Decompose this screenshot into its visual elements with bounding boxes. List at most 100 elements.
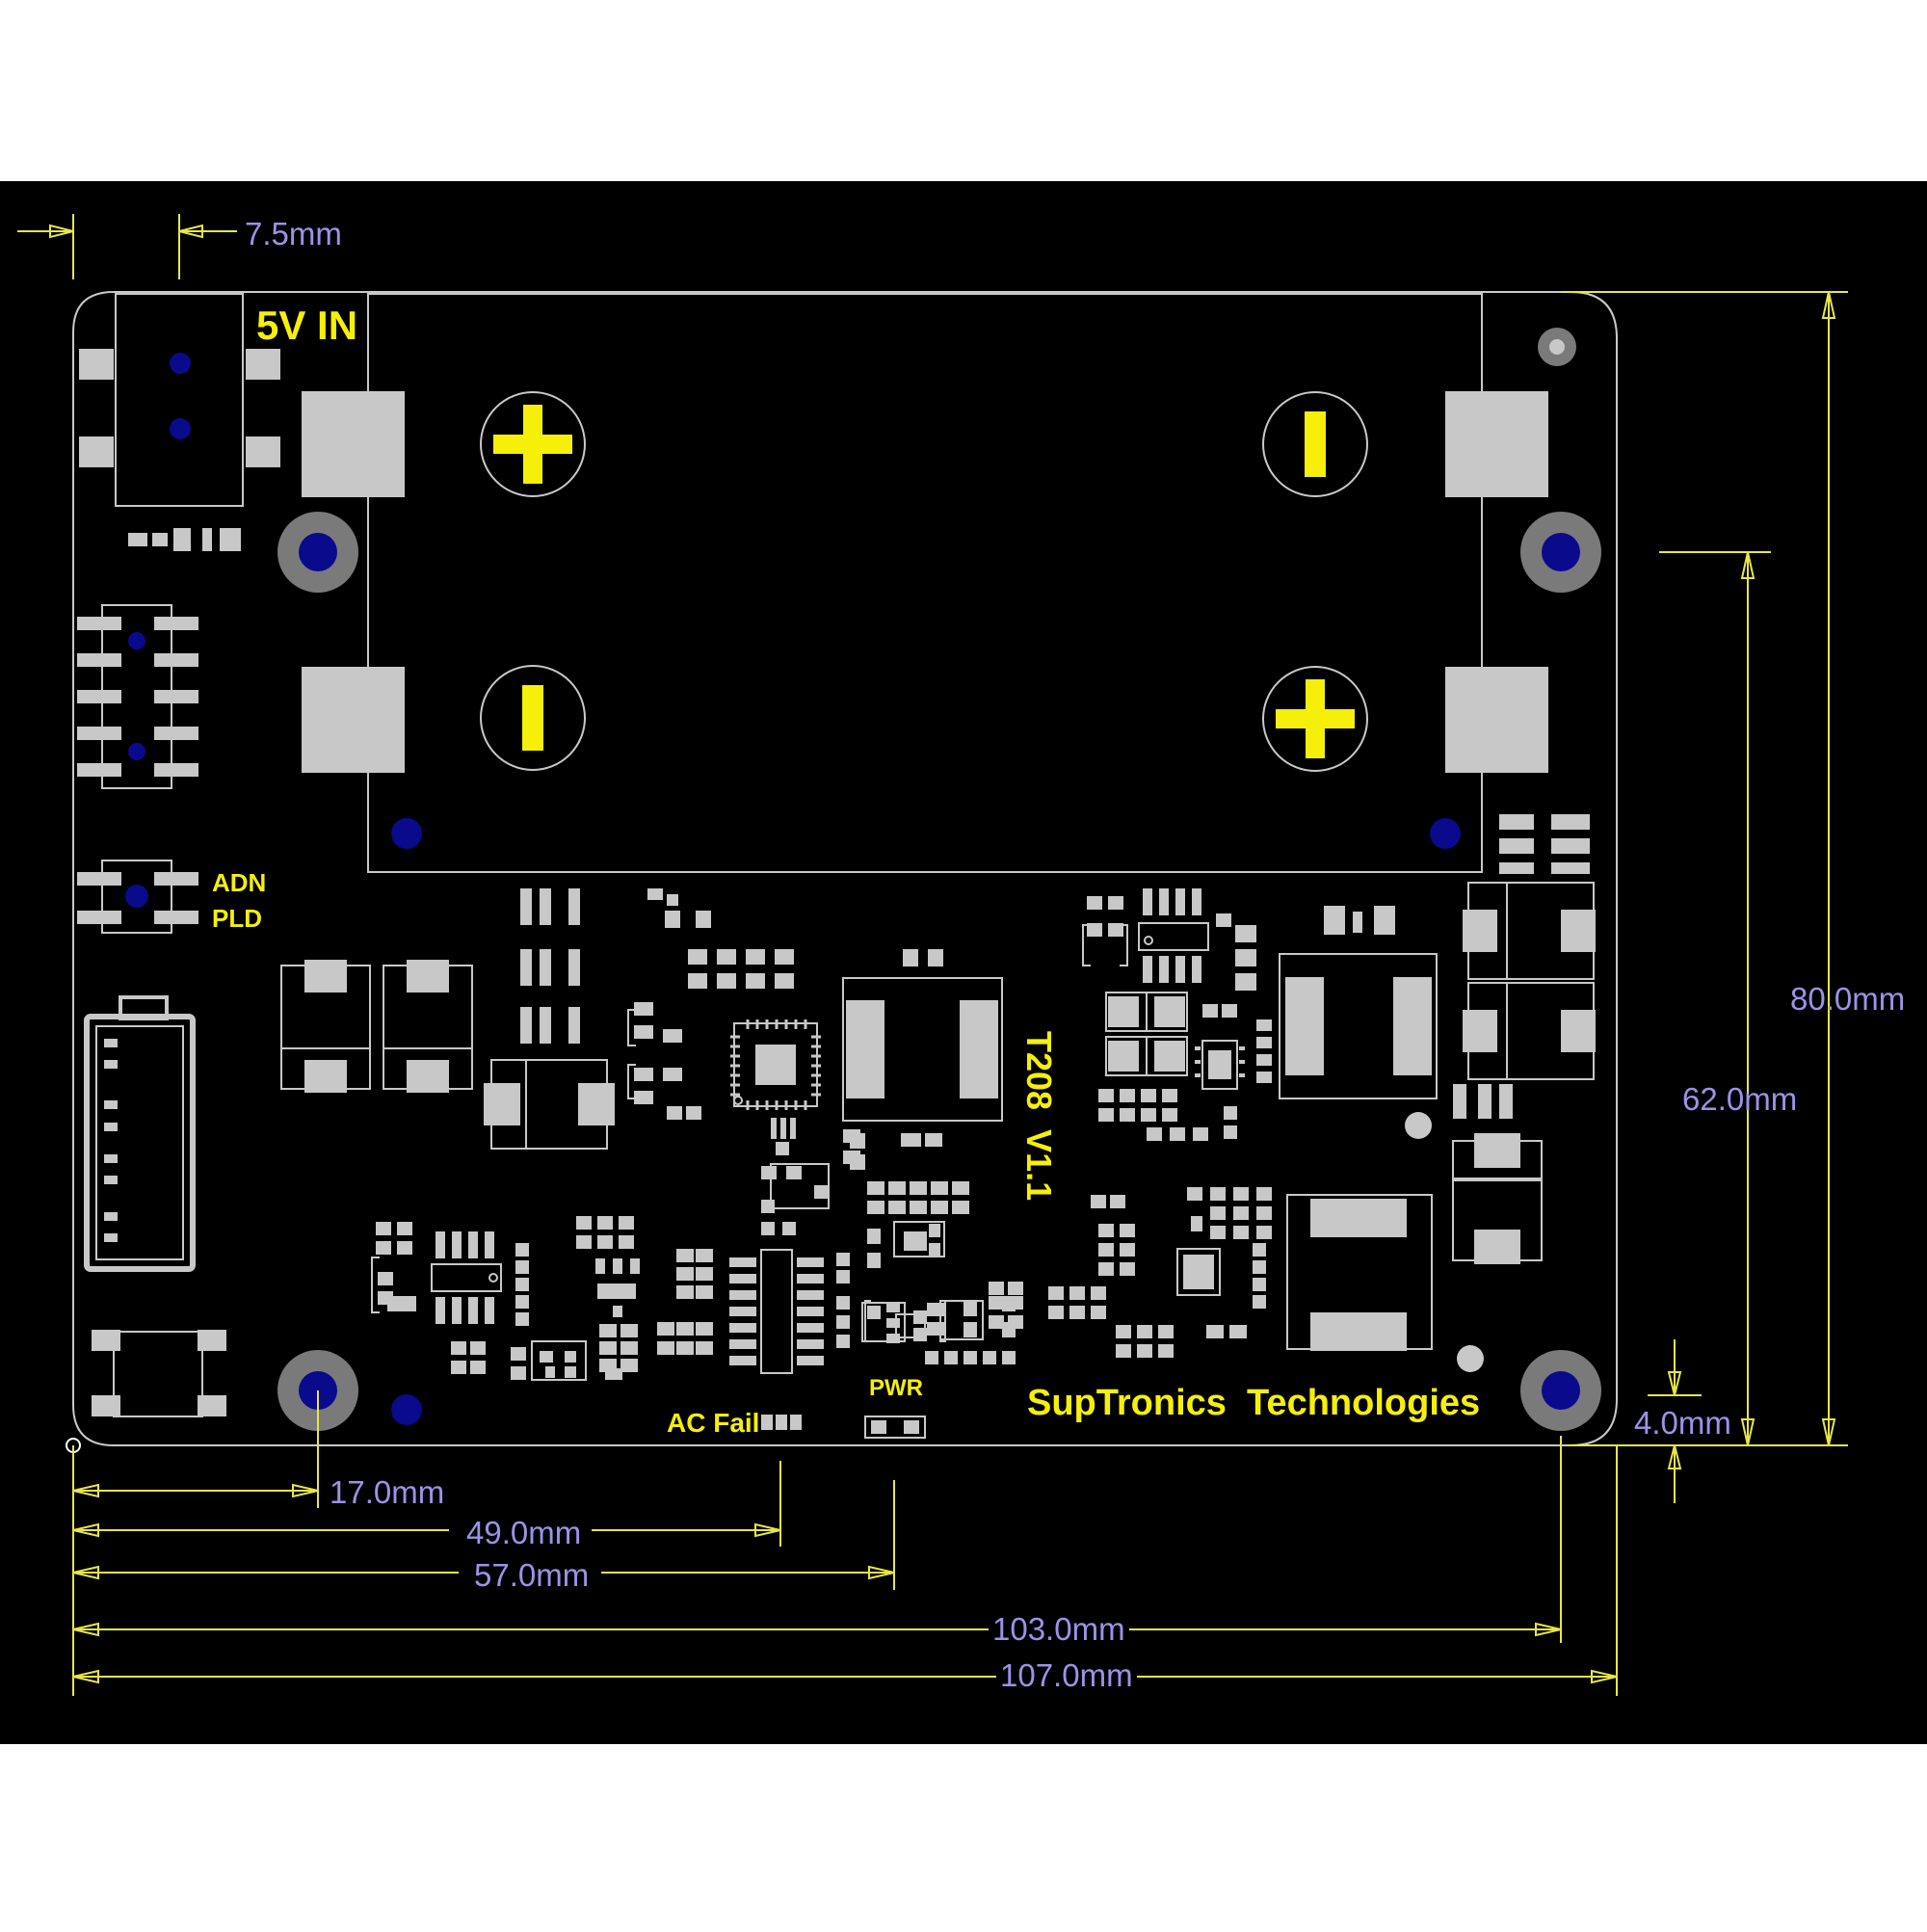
plus-icon xyxy=(1262,666,1368,772)
passive-components xyxy=(761,1118,828,1235)
passive-components xyxy=(657,1249,1023,1355)
passive-components xyxy=(927,1296,1023,1336)
passive-components xyxy=(1087,896,1256,1141)
via xyxy=(128,632,145,649)
via xyxy=(391,1394,422,1425)
inductor xyxy=(383,960,473,1093)
dimension-49: 49.0mm xyxy=(466,1515,581,1550)
dimension-4: 4.0mm xyxy=(1634,1405,1731,1441)
component-outline xyxy=(1082,924,1091,966)
power-regulator xyxy=(842,977,1003,1164)
via xyxy=(125,885,148,908)
smd-pad xyxy=(202,528,212,551)
smd-pad xyxy=(220,528,241,551)
via xyxy=(170,418,191,439)
via xyxy=(1549,339,1565,355)
dimension-62: 62.0mm xyxy=(1682,1081,1797,1117)
jumper-pads xyxy=(77,872,198,924)
minus-icon xyxy=(480,665,586,771)
inductor xyxy=(1279,906,1438,1099)
via xyxy=(1457,1345,1484,1372)
inductor xyxy=(280,960,371,1093)
smd-pad xyxy=(871,1420,886,1434)
passive-components xyxy=(1048,1187,1272,1358)
switch-outline xyxy=(113,1331,203,1417)
dimension-57: 57.0mm xyxy=(474,1557,589,1593)
component-outline xyxy=(939,1300,984,1340)
inductor xyxy=(484,1059,615,1150)
passive-components xyxy=(1256,1019,1272,1083)
passive-components xyxy=(540,1351,576,1378)
pwr-label: PWR xyxy=(869,1375,923,1401)
drawing-background xyxy=(0,181,1927,1744)
smd-pad xyxy=(904,1420,919,1434)
smd-pad xyxy=(246,437,280,467)
component-outline xyxy=(861,1302,906,1342)
smd-pad xyxy=(246,349,280,380)
ic-chip xyxy=(431,1231,502,1324)
capacitor xyxy=(1463,882,1596,980)
ic-chip xyxy=(1138,888,1209,983)
battery-pad xyxy=(1445,391,1548,497)
battery-holder-outline xyxy=(367,293,1483,873)
smd-pad xyxy=(776,1415,787,1430)
smd-pad xyxy=(79,349,114,380)
smd-pad xyxy=(925,1133,942,1147)
component-outline xyxy=(627,1009,636,1046)
battery-pad xyxy=(302,667,405,773)
mounting-hole xyxy=(277,512,358,593)
switch-pads xyxy=(92,1330,226,1416)
component-outline xyxy=(895,1313,926,1338)
brand-label: SupTronics Technologies xyxy=(1027,1383,1480,1423)
jumper-outline xyxy=(101,860,172,934)
via xyxy=(391,818,422,849)
plus-icon xyxy=(480,391,586,497)
led-outline xyxy=(864,1416,926,1439)
via xyxy=(170,353,191,374)
ic-chip xyxy=(729,1249,824,1374)
battery-pad xyxy=(302,391,405,497)
ic-chip xyxy=(1176,1248,1221,1296)
diode xyxy=(1452,1133,1543,1264)
smd-pad xyxy=(761,1415,773,1430)
passive-components xyxy=(1453,814,1590,1119)
smd-pad xyxy=(790,1415,802,1430)
via xyxy=(128,743,145,760)
dimension-80: 80.0mm xyxy=(1790,981,1905,1017)
microcontroller xyxy=(730,1019,821,1110)
smd-pad xyxy=(79,437,114,467)
ic-chip xyxy=(1195,1040,1245,1090)
component-outline xyxy=(770,1163,830,1209)
component-outline xyxy=(371,1257,380,1313)
dimension-103: 103.0mm xyxy=(992,1611,1125,1647)
inductor xyxy=(1286,1194,1433,1351)
battery-pad xyxy=(1445,667,1548,773)
battery-icon xyxy=(84,995,196,1272)
dimension-17: 17.0mm xyxy=(330,1474,444,1510)
mounting-hole xyxy=(1520,512,1601,593)
resistor-array xyxy=(520,888,580,1044)
via xyxy=(1430,818,1461,849)
adn-label: ADN xyxy=(212,868,266,897)
component-outline xyxy=(627,1064,636,1099)
mounting-hole xyxy=(1520,1350,1601,1431)
dimension-7-5: 7.5mm xyxy=(245,216,342,251)
component-outline xyxy=(893,1221,945,1257)
passive-components xyxy=(867,1181,1016,1364)
smd-pad xyxy=(173,528,191,551)
capacitor xyxy=(1105,992,1188,1032)
ac-fail-label: AC Fail xyxy=(667,1408,759,1438)
via xyxy=(1405,1112,1432,1139)
passive-components xyxy=(376,1216,640,1380)
component-outline xyxy=(1120,924,1128,966)
smd-pad xyxy=(901,1133,918,1147)
pld-label: PLD xyxy=(212,904,262,933)
smd-pad xyxy=(128,533,147,546)
dimension-lines xyxy=(17,214,1848,1696)
capacitor xyxy=(1463,982,1596,1080)
smd-pad xyxy=(152,533,168,546)
model-label: T208 V1.1 xyxy=(1019,1031,1059,1201)
power-jack-outline xyxy=(115,293,244,507)
